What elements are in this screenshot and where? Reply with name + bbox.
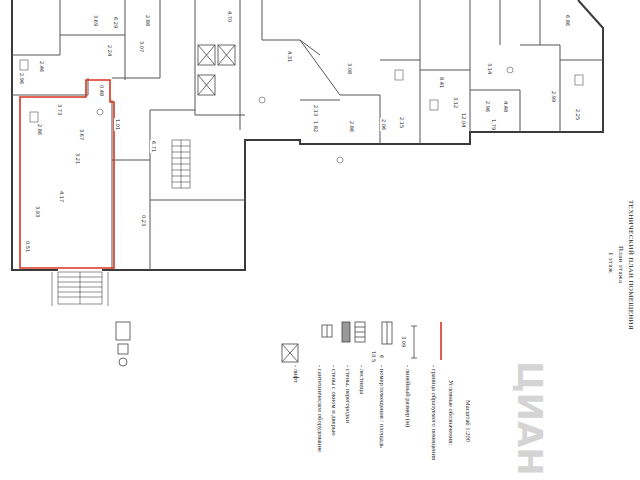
scale-note: Масштаб 1:200	[465, 400, 472, 442]
legend-entry: - стены, перегородки	[345, 365, 352, 423]
legend-text: - номер помещения / площадь	[379, 365, 386, 448]
legend-entry: - стены с окном и дверью	[331, 365, 338, 436]
dimension-label: 3.93	[35, 205, 41, 218]
dimension-label: 3.07	[139, 40, 145, 53]
dimension-label: 2.96	[485, 100, 491, 113]
stair-symbol	[52, 140, 190, 306]
dimension-label: 2.15	[399, 116, 405, 129]
dimension-label: 2.99	[551, 90, 557, 103]
subtitle: План этажа	[616, 246, 624, 283]
dimension-label: 12.04	[461, 112, 467, 128]
dimension-label: 4.17	[59, 190, 65, 203]
dimension-label: 0.51	[25, 240, 31, 253]
floor-label: 1 этаж	[606, 252, 614, 273]
dimension-label: 2.06	[381, 118, 387, 131]
dimension-label: 2.86	[37, 123, 43, 136]
dimension-label: 1.01	[115, 118, 121, 131]
sanitary-fixtures	[20, 60, 583, 163]
dimension-label: 2.25	[575, 108, 581, 121]
outer-walls	[12, 0, 603, 270]
dimension-label: 2.88	[145, 14, 151, 27]
dimension-label: 3.69	[93, 14, 99, 27]
legend-samples	[116, 322, 441, 366]
dimension-label: 2.86	[349, 120, 355, 133]
legend-entry: - граница образуемого помещения	[431, 365, 438, 460]
sample-room-number: 6	[379, 354, 385, 359]
dimension-label: 2.46	[39, 60, 45, 73]
dimension-label: 6.29	[113, 16, 119, 29]
dimension-label: 0.23	[141, 214, 147, 227]
dimension-label: 3.14	[487, 62, 493, 75]
legend-text: - линейный размер (м)	[405, 365, 412, 427]
legend-entry: - лифт	[293, 365, 300, 383]
dimension-label: 1.79	[491, 118, 497, 131]
watermark: ЦИАН	[511, 361, 548, 476]
partitions	[12, 0, 603, 270]
legend-text: - граница образуемого помещения	[431, 365, 438, 460]
dimension-label: 3.08	[347, 62, 353, 75]
dimension-label: 3.73	[57, 103, 63, 116]
legend-entry: - лестница	[359, 365, 366, 394]
dimension-label: 2.96	[19, 72, 25, 85]
legend-text: - лестница	[359, 365, 366, 394]
elevator-shafts	[198, 45, 235, 95]
dimension-label: 3.21	[75, 152, 81, 165]
dimension-label: 2.24	[107, 44, 113, 57]
legend-text: - лифт	[293, 365, 300, 383]
legend-text: - сантехническое оборудование	[317, 365, 324, 452]
dimension-label: 2.13	[313, 104, 319, 117]
dimension-label: 4.31	[287, 50, 293, 63]
legend-text: - стены, перегородки	[345, 365, 352, 423]
dimension-label: 8.41	[439, 76, 445, 89]
legend-heading: Условные обозначения:	[448, 380, 455, 445]
dimension-label: 4.48	[503, 100, 509, 113]
legend-entry: - линейный размер (м)	[405, 365, 412, 427]
dimension-label: 6.71	[151, 140, 157, 153]
sample-dimension: 3.09	[401, 335, 407, 348]
dimension-label: 4.70	[227, 10, 233, 23]
dimension-label: 3.12	[453, 96, 459, 109]
sample-area: 10.5	[371, 350, 377, 363]
legend-entry: - сантехническое оборудование	[317, 365, 324, 452]
dimension-label: 0.48	[99, 84, 105, 97]
legend-text: - стены с окном и дверью	[331, 365, 338, 436]
dimension-label: 6.86	[565, 14, 571, 27]
dimension-label: 1.82	[313, 120, 319, 133]
dimension-label: 3.67	[79, 128, 85, 141]
boundary-line	[20, 80, 114, 268]
legend-entry: - номер помещения / площадь	[379, 365, 386, 448]
plan-title: ТЕХНИЧЕСКИЙ ПЛАН ПОМЕЩЕНИЯ	[626, 200, 634, 330]
